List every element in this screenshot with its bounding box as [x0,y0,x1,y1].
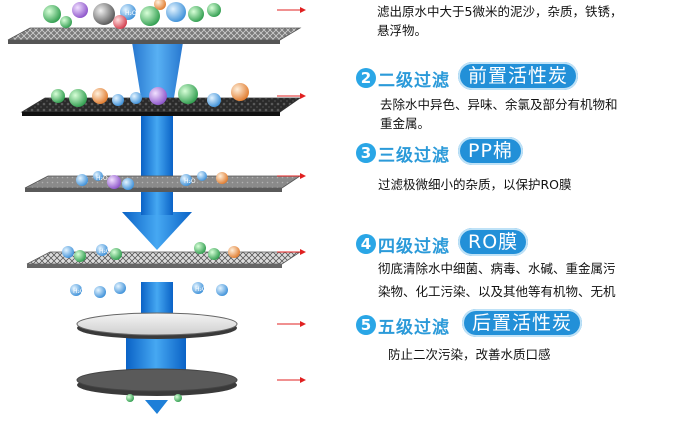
stage-5-title: 五级过滤 [378,318,450,338]
stage-3-description: 过滤极微细小的杂质，以保护RO膜 [378,175,678,194]
filter-layer-6-disc [76,368,238,396]
stage-2-badge: 前置活性炭 [458,62,579,90]
stage-3-number: 3 [356,143,376,163]
stage-4-description: 彻底清除水中细菌、病毒、水碱、重金属污 染物、化工污染、以及其他等有机物、无机 [378,259,698,301]
stage-5-description: 防止二次污染，改善水质口感 [388,345,688,364]
filter-layer-1-sediment [7,27,302,44]
stage-4-desc-line-2: 染物、化工污染、以及其他等有机物、无机 [378,284,616,299]
h2o-labels: H₂O H₂O H₂O H₂O H₂O H₂O [73,10,207,295]
particles [43,0,249,402]
stage-3-badge: PP棉 [458,137,523,165]
h2o-label: H₂O [184,178,196,185]
h2o-label: H₂O [125,10,137,17]
stage-4-number: 4 [356,234,376,254]
h2o-label: H₂O [99,248,111,255]
stage-2-title: 二级过滤 [378,71,450,91]
stage-5-desc-line-1: 防止二次污染，改善水质口感 [388,347,551,362]
stage-1-desc-line-1: 滤出原水中大于5微米的泥沙，杂质，铁锈， [377,4,623,19]
h2o-label: H₂O [195,286,207,293]
stage-1-description: 滤出原水中大于5微米的泥沙，杂质，铁锈， 悬浮物。 [377,2,677,40]
stage-2-desc-line-2: 重金属。 [380,116,431,131]
stage-5-badge: 后置活性炭 [462,309,583,337]
h2o-label: H₂O [96,175,108,182]
filter-layer-2-carbon [20,97,302,116]
stage-3-desc-line-1: 过滤极微细小的杂质，以保护RO膜 [378,177,572,192]
stage-2-desc-line-1: 去除水中异色、异味、余氯及部分有机物和 [380,97,618,112]
stage-5-number: 5 [356,315,376,335]
output-arrows [277,7,306,383]
stage-4-badge: RO膜 [458,228,529,256]
stage-2-description: 去除水中异色、异味、余氯及部分有机物和 重金属。 [380,95,680,133]
stage-4-title: 四级过滤 [378,237,450,257]
stage-1-desc-line-2: 悬浮物。 [377,23,428,38]
filter-layer-3-pp [24,175,302,192]
filter-layer-5-disc [76,312,238,339]
h2o-label: H₂O [73,288,85,295]
stage-4-desc-line-1: 彻底清除水中细菌、病毒、水碱、重金属污 [378,261,616,276]
stage-3-title: 三级过滤 [378,146,450,166]
stage-2-number: 2 [356,68,376,88]
